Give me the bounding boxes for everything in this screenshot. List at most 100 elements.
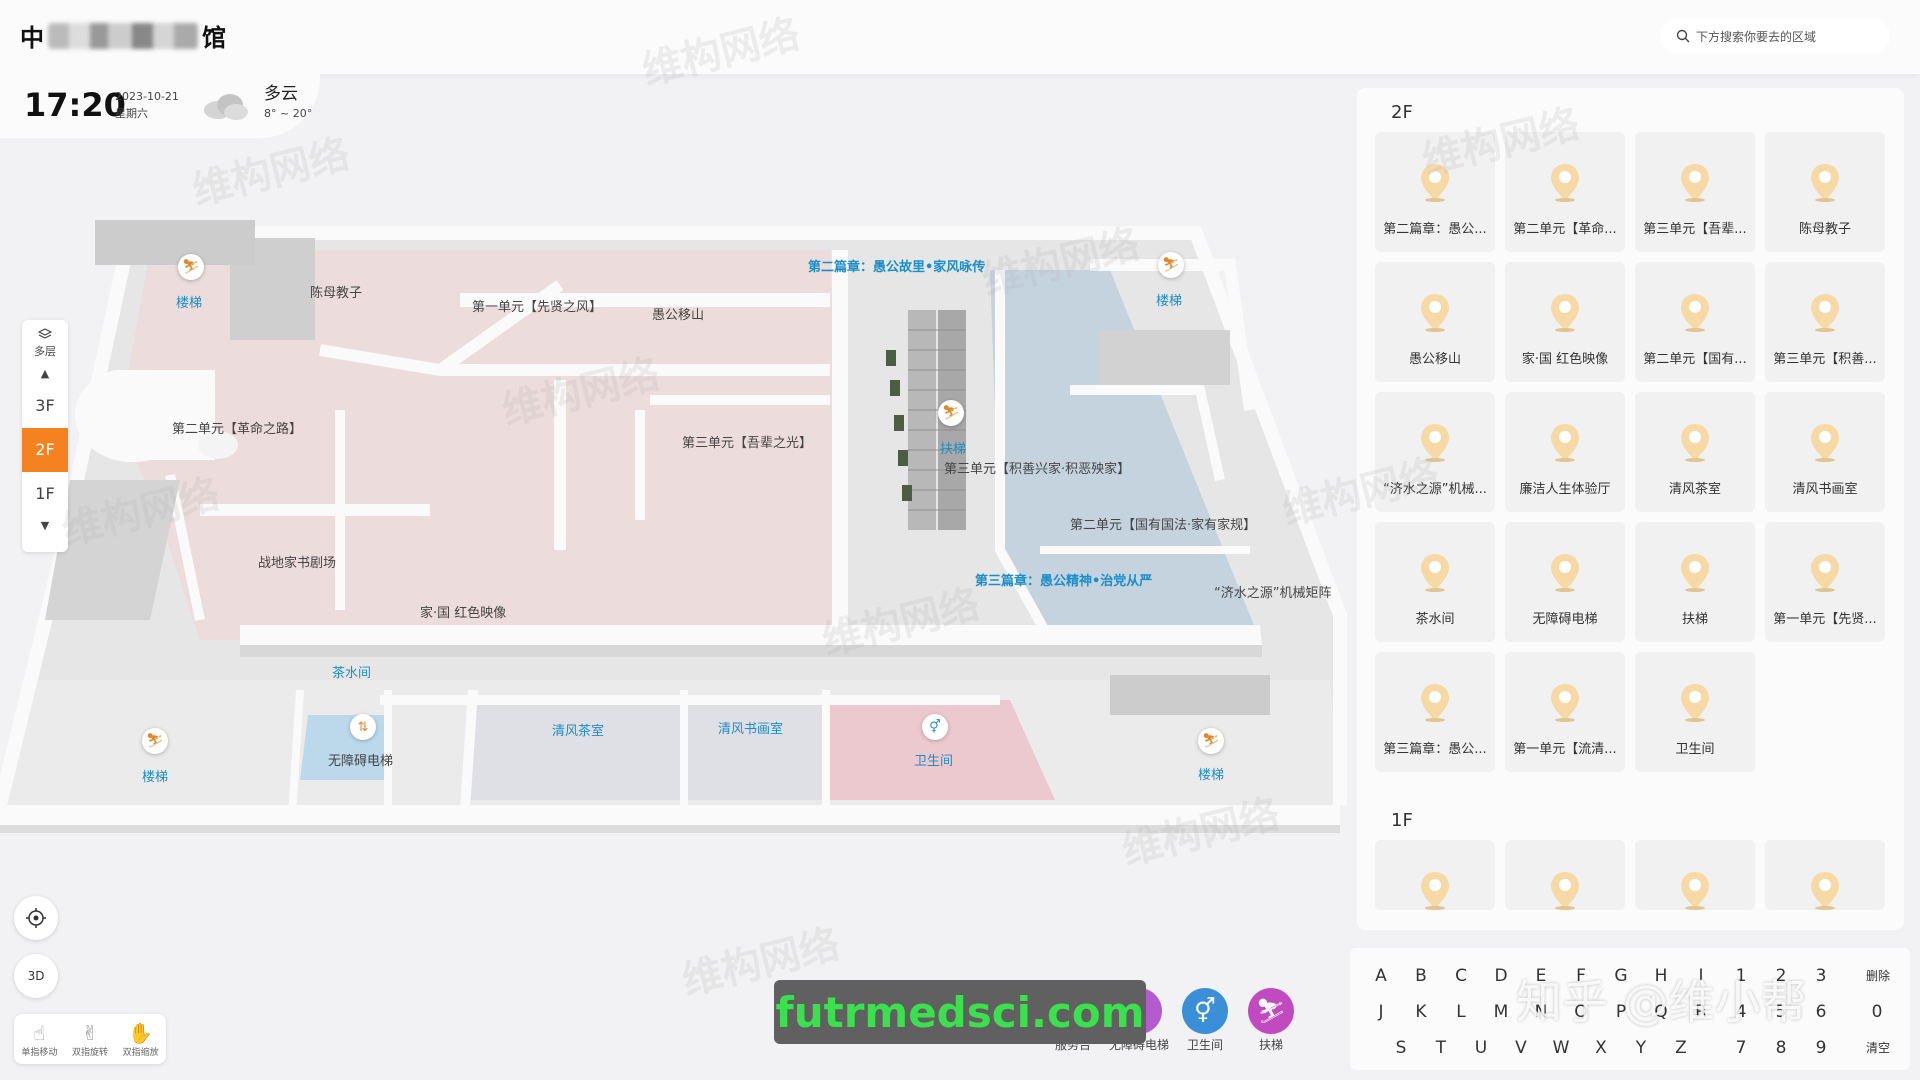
poi-card[interactable]: 第一单元【流清... bbox=[1505, 652, 1625, 772]
key-5[interactable]: 5 bbox=[1775, 1002, 1787, 1022]
key-0[interactable]: 0 bbox=[1871, 1002, 1883, 1022]
key-b[interactable]: B bbox=[1415, 966, 1427, 986]
map-label-stairs-3[interactable]: 楼梯 bbox=[142, 770, 169, 785]
key-f[interactable]: F bbox=[1576, 966, 1586, 986]
poi-card[interactable]: 第三单元【积善... bbox=[1765, 262, 1885, 382]
key-z[interactable]: Z bbox=[1675, 1038, 1687, 1058]
map-label-qingfeng-art[interactable]: 清风书画室 bbox=[718, 722, 784, 737]
map-label-chapter3[interactable]: 第三篇章：愚公精神•治党从严 bbox=[975, 574, 1153, 589]
key-l[interactable]: L bbox=[1456, 1002, 1466, 1022]
key-q[interactable]: Q bbox=[1654, 1002, 1668, 1022]
map-label-stairs-1[interactable]: 楼梯 bbox=[176, 296, 203, 311]
poi-card[interactable]: 陈母教子 bbox=[1765, 132, 1885, 252]
map-label-geming[interactable]: 第二单元【革命之路】 bbox=[172, 422, 303, 437]
key-y[interactable]: Y bbox=[1635, 1038, 1647, 1058]
facility-escalator[interactable]: ⛷扶梯 bbox=[1238, 980, 1304, 1060]
poi-card[interactable]: 第二篇章：愚公... bbox=[1375, 132, 1495, 252]
poi-card[interactable]: 廉洁人生体验厅 bbox=[1505, 392, 1625, 512]
poi-card[interactable]: 清风茶室 bbox=[1635, 392, 1755, 512]
poi-card[interactable]: 第三篇章：愚公... bbox=[1375, 652, 1495, 772]
floor-button-3f[interactable]: 3F bbox=[35, 396, 55, 415]
key-e[interactable]: E bbox=[1535, 966, 1547, 986]
view-3d-button[interactable]: 3D bbox=[14, 954, 58, 998]
restroom-marker[interactable]: ⚥ bbox=[922, 714, 948, 740]
floor-map[interactable]: 陈母教子 第一单元【先贤之风】 愚公移山 第二篇章：愚公故里•家风咏传 第二单元… bbox=[0, 220, 1350, 840]
map-label-chenmu[interactable]: 陈母教子 bbox=[310, 286, 363, 301]
stairs-marker-3[interactable]: ⛷ bbox=[142, 728, 168, 754]
map-label-hongse[interactable]: 家·国 红色映像 bbox=[420, 606, 507, 621]
escalator-marker[interactable]: ⛷ bbox=[938, 400, 964, 426]
key-8[interactable]: 8 bbox=[1775, 1038, 1787, 1058]
map-label-yugong[interactable]: 愚公移山 bbox=[652, 308, 705, 323]
map-label-restroom[interactable]: 卫生间 bbox=[914, 754, 954, 769]
layers-toggle[interactable]: 多层 bbox=[22, 320, 68, 364]
map-label-wubei[interactable]: 第三单元【吾辈之光】 bbox=[682, 436, 813, 451]
key-n[interactable]: N bbox=[1534, 1002, 1548, 1022]
key-w[interactable]: W bbox=[1552, 1038, 1570, 1058]
map-label-jishui[interactable]: “济水之源”机械矩阵 bbox=[1214, 586, 1332, 601]
poi-card[interactable]: 无障碍电梯 bbox=[1505, 522, 1625, 642]
elevator-marker[interactable]: ⇅ bbox=[350, 714, 376, 740]
stairs-marker-4[interactable]: ⛷ bbox=[1198, 728, 1224, 754]
map-label-escalator[interactable]: 扶梯 bbox=[940, 442, 967, 457]
map-label-zhandi[interactable]: 战地家书剧场 bbox=[258, 556, 337, 571]
key-o[interactable]: O bbox=[1574, 1002, 1588, 1022]
map-label-chashui[interactable]: 茶水间 bbox=[332, 666, 372, 681]
poi-card[interactable]: 愚公移山 bbox=[1375, 262, 1495, 382]
key-r[interactable]: R bbox=[1695, 1002, 1707, 1022]
poi-card[interactable]: 卫生间 bbox=[1635, 652, 1755, 772]
poi-card[interactable]: 第三单元【吾辈... bbox=[1635, 132, 1755, 252]
poi-card[interactable]: 第二单元【国有... bbox=[1635, 262, 1755, 382]
poi-card[interactable] bbox=[1505, 840, 1625, 910]
poi-card[interactable]: “济水之源”机械... bbox=[1375, 392, 1495, 512]
key-v[interactable]: V bbox=[1515, 1038, 1527, 1058]
stairs-marker-1[interactable]: ⛷ bbox=[178, 254, 204, 280]
poi-card[interactable]: 扶梯 bbox=[1635, 522, 1755, 642]
poi-card[interactable]: 清风书画室 bbox=[1765, 392, 1885, 512]
floor-button-2f[interactable]: 2F bbox=[22, 428, 68, 472]
key-c[interactable]: C bbox=[1455, 966, 1467, 986]
map-label-guoyou[interactable]: 第二单元【国有国法·家有家规】 bbox=[1070, 518, 1257, 533]
key-h[interactable]: H bbox=[1654, 966, 1668, 986]
floor-down-button[interactable]: ▼ bbox=[22, 516, 68, 536]
map-label-stairs-4[interactable]: 楼梯 bbox=[1198, 768, 1225, 783]
key-4[interactable]: 4 bbox=[1735, 1002, 1747, 1022]
poi-card[interactable]: 第二单元【革命... bbox=[1505, 132, 1625, 252]
key-1[interactable]: 1 bbox=[1735, 966, 1747, 986]
map-label-chapter2[interactable]: 第二篇章：愚公故里•家风咏传 bbox=[808, 260, 986, 275]
key-7[interactable]: 7 bbox=[1735, 1038, 1747, 1058]
poi-card[interactable]: 家·国 红色映像 bbox=[1505, 262, 1625, 382]
locate-button[interactable] bbox=[14, 896, 58, 940]
poi-card[interactable] bbox=[1635, 840, 1755, 910]
key-d[interactable]: D bbox=[1494, 966, 1508, 986]
floor-up-button[interactable]: ▲ bbox=[22, 364, 68, 384]
poi-card[interactable] bbox=[1765, 840, 1885, 910]
key-m[interactable]: M bbox=[1493, 1002, 1509, 1022]
map-label-stairs-2[interactable]: 楼梯 bbox=[1156, 294, 1183, 309]
key-a[interactable]: A bbox=[1375, 966, 1387, 986]
map-label-xianxian[interactable]: 第一单元【先贤之风】 bbox=[472, 300, 603, 315]
poi-panel[interactable]: 2F 第二篇章：愚公...第二单元【革命...第三单元【吾辈...陈母教子愚公移… bbox=[1357, 88, 1904, 930]
search-box[interactable]: 下方搜索你要去的区域 bbox=[1660, 18, 1890, 54]
stairs-marker-2[interactable]: ⛷ bbox=[1158, 252, 1184, 278]
key-2[interactable]: 2 bbox=[1775, 966, 1787, 986]
map-label-qingfeng-tea[interactable]: 清风茶室 bbox=[552, 724, 605, 739]
map-label-jishan[interactable]: 第三单元【积善兴家·积恶殃家】 bbox=[944, 462, 1131, 477]
poi-card[interactable]: 茶水间 bbox=[1375, 522, 1495, 642]
key-9[interactable]: 9 bbox=[1815, 1038, 1827, 1058]
floor-button-1f[interactable]: 1F bbox=[35, 484, 55, 503]
facility-restroom[interactable]: ⚥卫生间 bbox=[1172, 980, 1238, 1060]
key-g[interactable]: G bbox=[1614, 966, 1628, 986]
poi-card[interactable]: 第一单元【先贤... bbox=[1765, 522, 1885, 642]
key-s[interactable]: S bbox=[1395, 1038, 1407, 1058]
key-k[interactable]: K bbox=[1415, 1002, 1427, 1022]
key-j[interactable]: J bbox=[1378, 1002, 1384, 1022]
poi-card[interactable] bbox=[1375, 840, 1495, 910]
key-p[interactable]: P bbox=[1615, 1002, 1627, 1022]
map-label-accessible-elevator[interactable]: 无障碍电梯 bbox=[328, 754, 394, 769]
key-t[interactable]: T bbox=[1435, 1038, 1447, 1058]
key-6[interactable]: 6 bbox=[1815, 1002, 1827, 1022]
delete-key[interactable]: 删除 bbox=[1865, 969, 1890, 983]
key-i[interactable]: I bbox=[1698, 966, 1704, 986]
clear-key[interactable]: 清空 bbox=[1865, 1041, 1890, 1055]
